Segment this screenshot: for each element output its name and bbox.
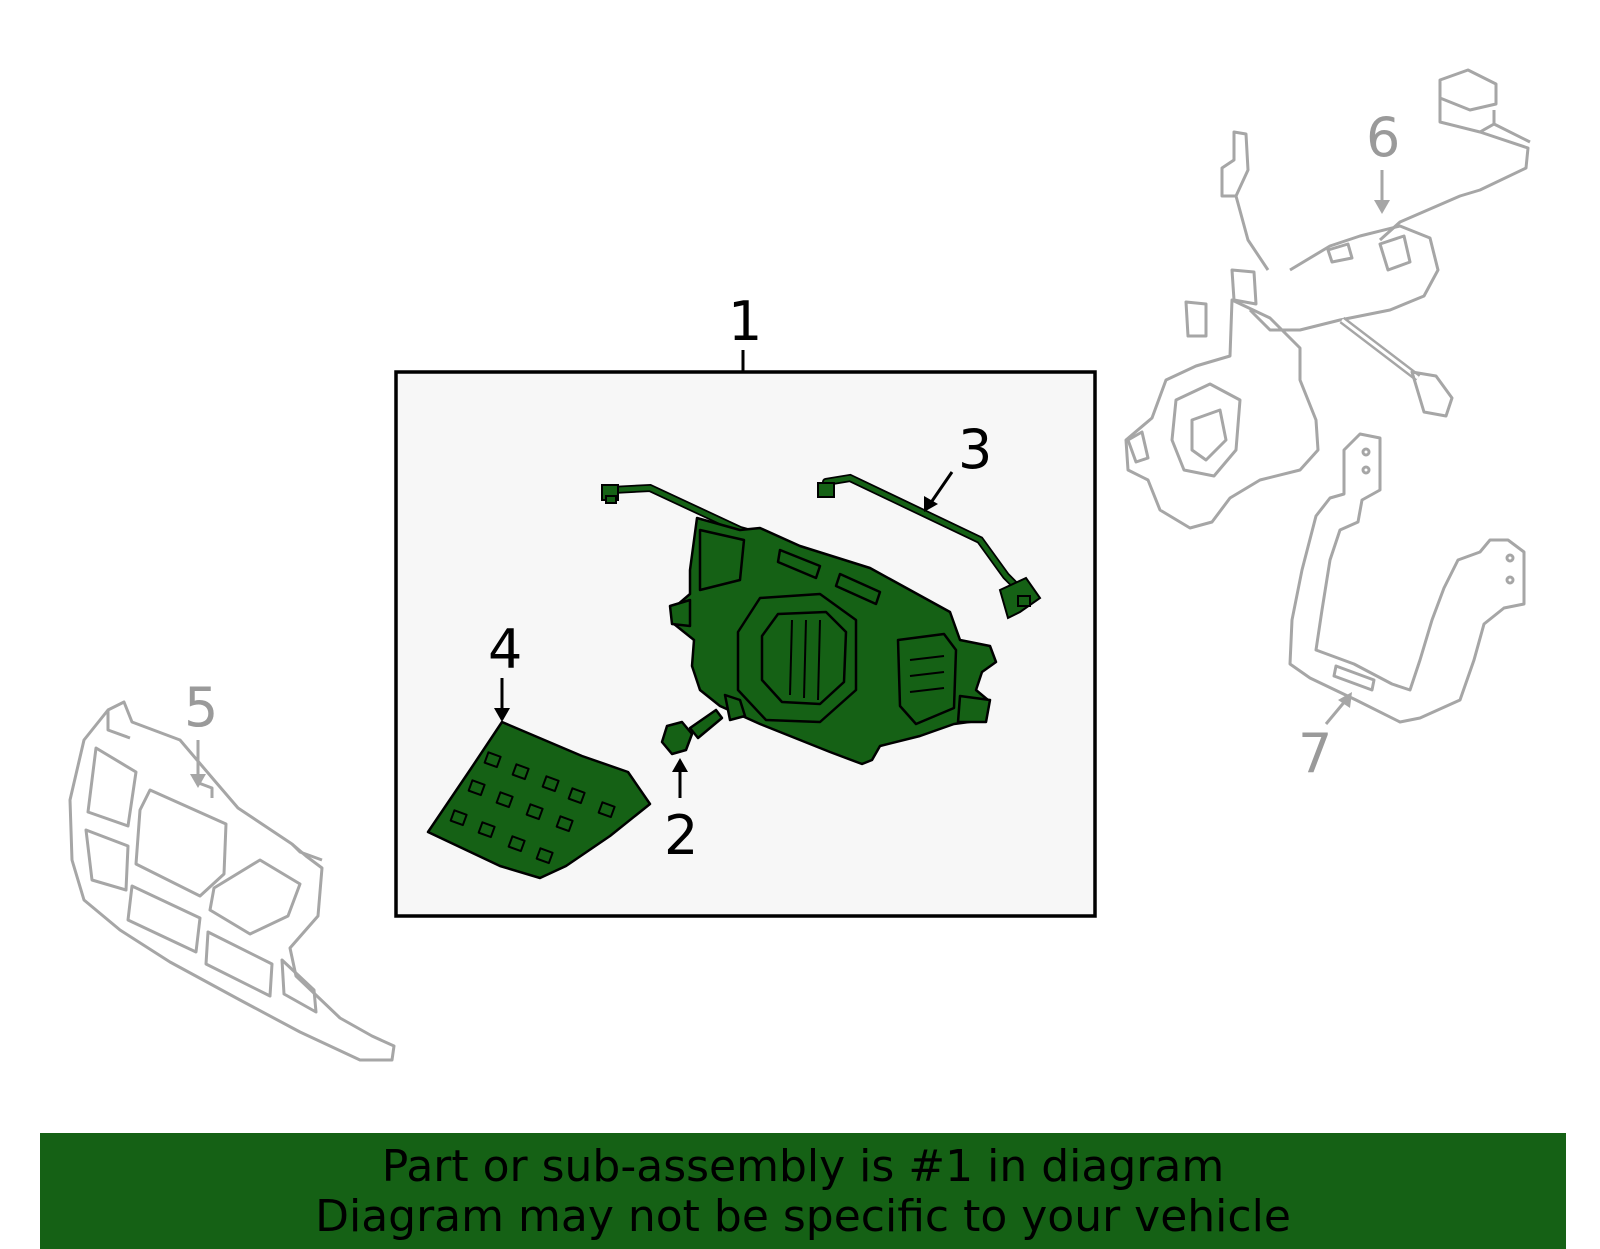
callout-5-arrowhead [190,774,206,788]
control-module-body [668,516,998,766]
callout-3-leader [928,471,954,505]
bezel-part-5 [68,700,396,1062]
callout-3-arrowhead [924,496,938,512]
callout-7-arrowhead [1338,692,1352,708]
footer-line-1: Part or sub-assembly is #1 in diagram [381,1141,1225,1192]
bolt-part-2 [660,708,724,756]
callout-7-leader [1324,699,1348,725]
callout-4-label: 4 [488,618,522,681]
assembly-part-6 [1124,68,1531,530]
callout-5-label: 5 [184,676,218,739]
callout-6-label: 6 [1366,106,1400,169]
footer-banner: Part or sub-assembly is #1 in diagram Di… [40,1133,1566,1249]
callout-3-label: 3 [958,418,992,481]
callout-1-label: 1 [728,290,762,353]
callout-6-arrowhead [1374,200,1390,214]
callout-7-label: 7 [1298,722,1332,785]
button-panel-part-4 [426,720,652,880]
callout-4-arrowhead [494,708,510,722]
bracket-part-7 [1288,432,1526,724]
callout-2-label: 2 [664,804,698,867]
footer-line-2: Diagram may not be specific to your vehi… [315,1191,1291,1242]
callout-2-arrowhead [672,758,688,772]
